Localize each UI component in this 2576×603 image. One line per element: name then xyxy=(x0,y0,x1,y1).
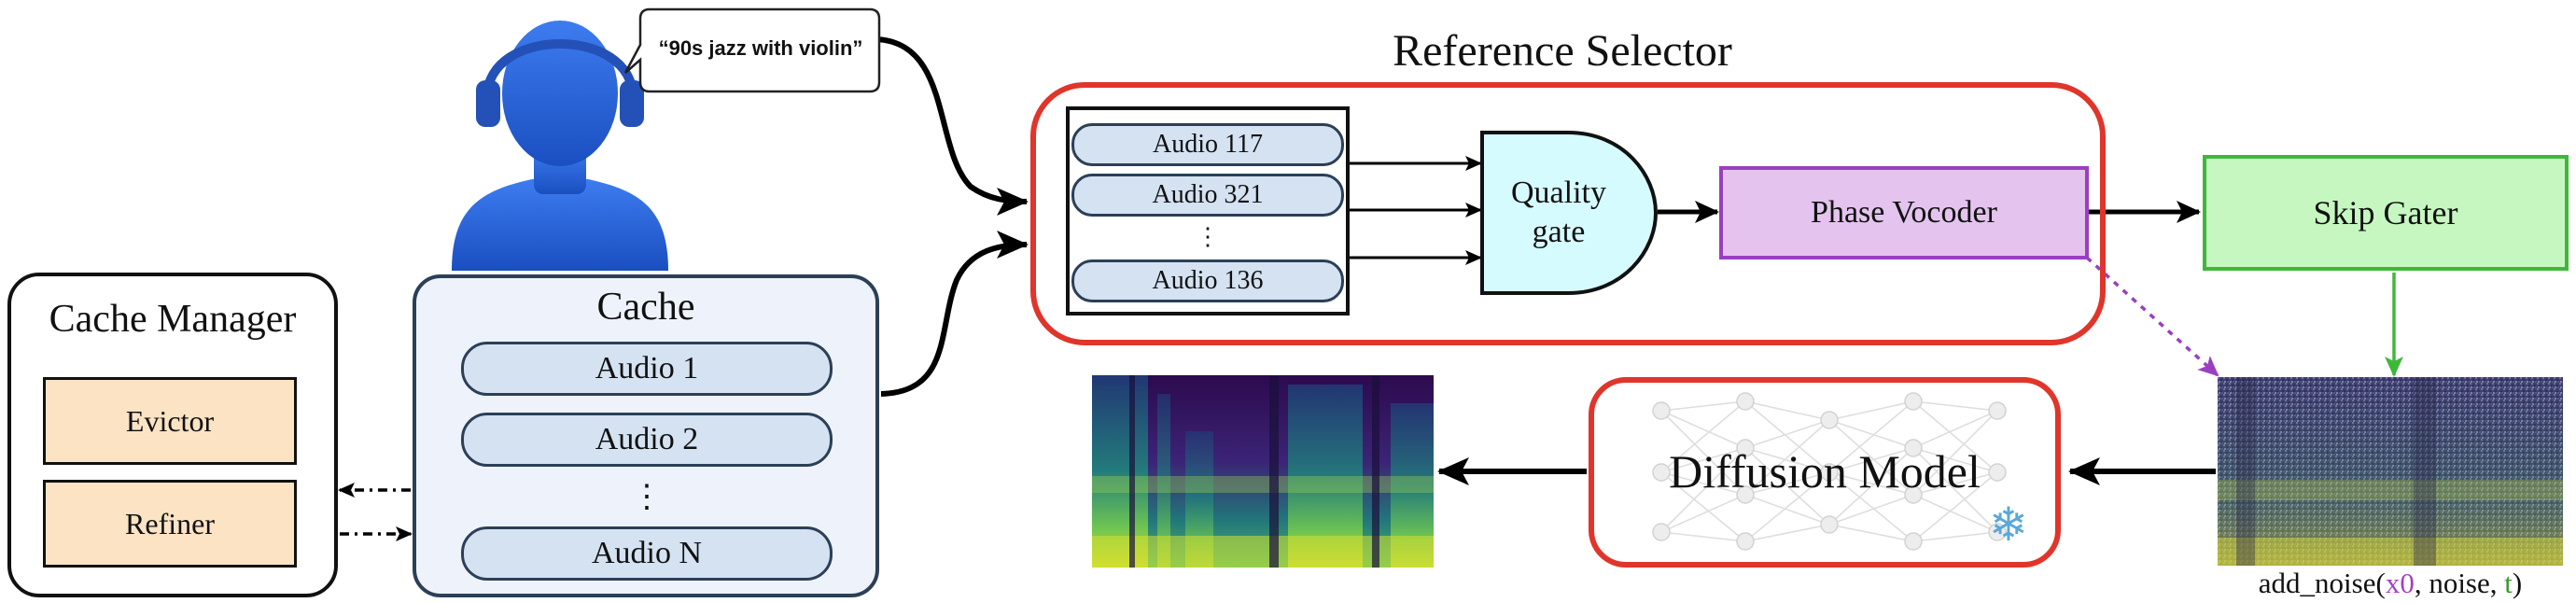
cache-ellipsis: ⋮ xyxy=(631,480,663,514)
reference-list-ellipsis: ⋮ xyxy=(1196,223,1220,250)
quality-gate-line1: Quality xyxy=(1511,175,1606,210)
diffusion-model-label: Diffusion Model xyxy=(1669,445,1981,498)
cache-audio-item: Audio N xyxy=(461,526,833,581)
reference-audio-item: Audio 321 xyxy=(1071,174,1344,217)
speech-bubble-outline xyxy=(623,7,881,93)
snowflake-frozen-icon: ❄ xyxy=(1989,498,2028,551)
formula-suffix: ) xyxy=(2512,567,2523,599)
cache-title: Cache xyxy=(596,286,695,329)
query-text: “90s jazz with violin” xyxy=(658,36,863,60)
neural-network-background-icon xyxy=(1652,392,2007,551)
add-noise-formula: add_noise(x0, noise, t) xyxy=(2210,566,2570,601)
quality-gate-label: Quality gate xyxy=(1484,159,1633,267)
refiner-block: Refiner xyxy=(43,480,297,568)
arrow-query-to-selector xyxy=(875,36,1029,216)
reference-selector-title: Reference Selector xyxy=(1393,25,1732,76)
output-spectrogram-image xyxy=(1092,375,1434,568)
formula-x0: x0 xyxy=(2385,567,2415,599)
user-with-headphones-icon xyxy=(452,21,668,271)
formula-prefix: add_noise( xyxy=(2258,567,2386,599)
cache-audio-item: Audio 2 xyxy=(461,413,833,467)
quality-gate-shape xyxy=(1480,131,1659,295)
phase-vocoder-block: Phase Vocoder xyxy=(1719,166,2089,259)
noisy-spectrogram-image xyxy=(2218,377,2563,566)
formula-t: t xyxy=(2504,567,2513,599)
reference-selector-box xyxy=(1030,82,2106,345)
formula-noise: , noise, xyxy=(2414,567,2505,599)
cache-audio-item: Audio 1 xyxy=(461,342,833,396)
arrow-cache-to-selector xyxy=(880,231,1029,397)
arrow-vocoder-to-noisy-dotted xyxy=(2085,256,2219,377)
reference-audio-item: Audio 136 xyxy=(1071,259,1344,302)
reference-audio-item: Audio 117 xyxy=(1071,123,1344,166)
quality-gate-line2: gate xyxy=(1532,215,1586,249)
skip-gater-block: Skip Gater xyxy=(2203,155,2569,271)
cache-manager-title: Cache Manager xyxy=(49,298,297,341)
evictor-block: Evictor xyxy=(43,377,297,465)
